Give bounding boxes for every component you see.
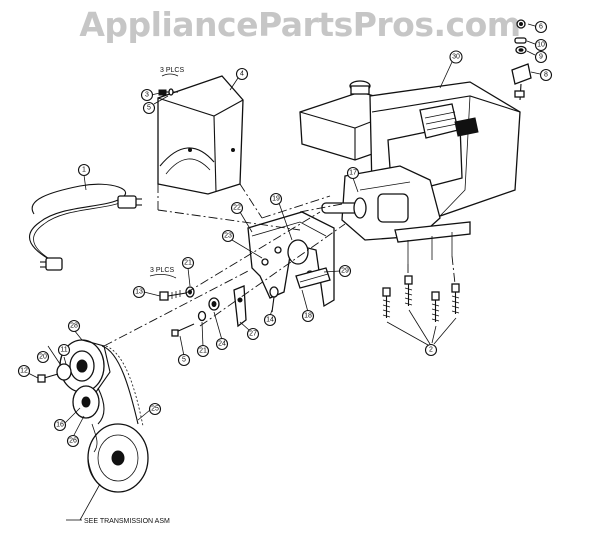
svg-text:9: 9 — [539, 54, 543, 61]
callout-14[interactable]: 14 — [263, 313, 277, 327]
extension-cord-icon — [29, 183, 142, 271]
svg-text:27: 27 — [249, 331, 257, 338]
small-hardware-icon — [511, 19, 541, 101]
callout-12[interactable]: 12 — [17, 364, 31, 378]
svg-text:1: 1 — [82, 167, 86, 174]
callout-21-lower[interactable]: 21 — [196, 344, 210, 358]
callout-16[interactable]: 16 — [53, 418, 67, 432]
svg-text:3: 3 — [145, 92, 149, 99]
callout-27[interactable]: 28 — [67, 319, 81, 333]
svg-text:4: 4 — [240, 71, 244, 78]
callout-17[interactable]: 17 — [346, 166, 360, 180]
note-three-places-top: 3 PLCS — [160, 67, 184, 74]
svg-text:25: 25 — [151, 406, 159, 413]
engine-bolts-icon — [382, 255, 460, 346]
svg-text:8: 8 — [544, 72, 548, 79]
svg-text:11: 11 — [60, 347, 67, 354]
svg-text:30: 30 — [452, 54, 460, 61]
callout-21-upper[interactable]: 21 — [181, 256, 195, 270]
callout-13[interactable]: 13 — [132, 285, 146, 299]
mounting-bracket-icon — [247, 211, 335, 308]
callout-24[interactable]: 24 — [215, 337, 229, 351]
svg-text:29: 29 — [341, 268, 349, 275]
callout-22[interactable]: 22 — [230, 201, 244, 215]
note-see-transmission: SEE TRANSMISSION ASM — [84, 518, 170, 525]
callout-20[interactable]: 20 — [36, 350, 50, 364]
svg-text:22: 22 — [233, 205, 241, 212]
callout-30[interactable]: 30 — [449, 50, 463, 64]
pulley-belt-icon — [37, 339, 149, 493]
svg-text:28: 28 — [70, 323, 78, 330]
svg-text:6: 6 — [539, 24, 543, 31]
svg-text:20: 20 — [39, 354, 47, 361]
callout-6[interactable]: 6 — [534, 20, 548, 34]
svg-text:10: 10 — [537, 42, 545, 49]
note-three-places-left: 3 PLCS — [150, 267, 174, 274]
callout-5-lower[interactable]: 5 — [177, 353, 191, 367]
callout-18[interactable]: 18 — [301, 309, 315, 323]
svg-text:23: 23 — [224, 233, 232, 240]
svg-text:13: 13 — [135, 289, 143, 296]
callout-10[interactable]: 10 — [534, 38, 548, 52]
svg-text:5: 5 — [147, 105, 151, 112]
callout-19[interactable]: 19 — [269, 192, 283, 206]
svg-text:12: 12 — [20, 368, 28, 375]
fastener-hardware-icon — [159, 285, 279, 337]
svg-text:21: 21 — [184, 260, 192, 267]
cover-screws-icon — [158, 73, 179, 96]
svg-text:17: 17 — [349, 170, 357, 177]
callout-11[interactable]: 11 — [57, 343, 71, 357]
svg-text:21: 21 — [199, 348, 207, 355]
svg-text:18: 18 — [304, 313, 312, 320]
callout-1[interactable]: 1 — [77, 163, 91, 177]
callout-23[interactable]: 23 — [221, 229, 235, 243]
assembly-centerlines — [103, 183, 346, 347]
callout-28[interactable]: 27 — [246, 327, 260, 341]
svg-text:19: 19 — [272, 196, 280, 203]
callout-29[interactable]: 29 — [338, 264, 352, 278]
callout-4[interactable]: 4 — [235, 67, 249, 81]
svg-text:16: 16 — [56, 422, 64, 429]
svg-text:24: 24 — [218, 341, 226, 348]
callout-2[interactable]: 2 — [424, 343, 438, 357]
svg-text:26: 26 — [69, 438, 77, 445]
svg-text:5: 5 — [182, 357, 186, 364]
callout-25[interactable]: 25 — [148, 402, 162, 416]
callout-26[interactable]: 26 — [66, 434, 80, 448]
watermark-text: AppliancePartsPros.com — [79, 5, 520, 44]
callout-5[interactable]: 5 — [142, 101, 156, 115]
svg-text:14: 14 — [266, 317, 274, 324]
callout-8[interactable]: 8 — [539, 68, 553, 82]
engine-icon — [299, 80, 521, 264]
svg-text:2: 2 — [429, 347, 433, 354]
callout-9[interactable]: 9 — [534, 50, 548, 64]
callout-3[interactable]: 3 — [140, 88, 154, 102]
